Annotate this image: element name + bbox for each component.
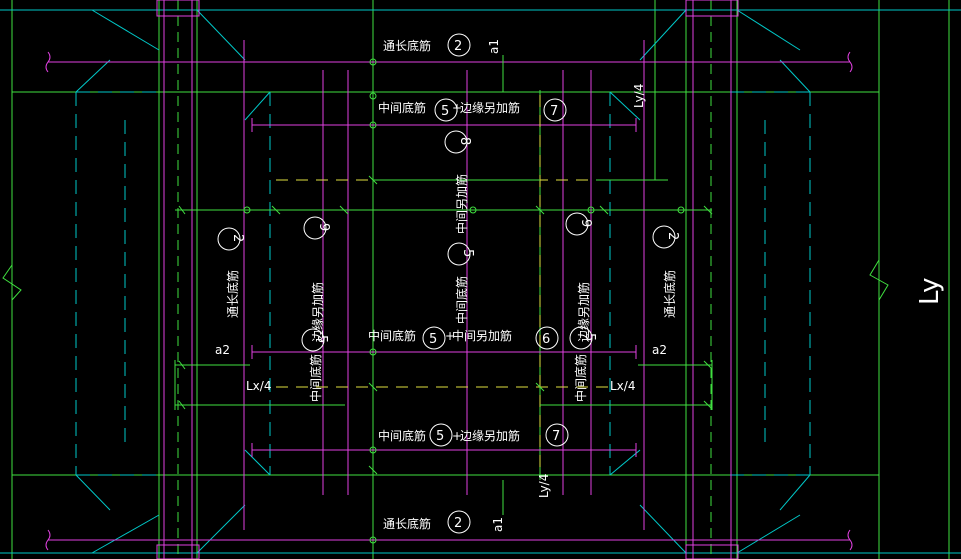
column-boxes [156, 0, 739, 559]
label-edge-add-1: 边缘另加筋 [460, 100, 520, 115]
label-a2-left: a2 [215, 343, 230, 357]
ly-dimension [2, 259, 889, 301]
mark-2-top: 2 [454, 39, 462, 54]
label-a1-bottom: a1 [491, 517, 505, 532]
circled-marks [217, 33, 676, 534]
mark-5-bottom: 5 [436, 429, 444, 444]
mark-5-mid: 5 [429, 332, 437, 347]
mark-5-right: 5 [582, 333, 597, 341]
label-edge-add-2: 边缘另加筋 [460, 428, 520, 443]
mark-5-top: 5 [441, 104, 449, 119]
label-ly4-top: Ly/4 [632, 84, 646, 108]
circled-mark-numbers: 2 2 5 7 8 2 9 9 2 5 5 5 6 5 5 7 [230, 39, 680, 531]
mark-7-top: 7 [550, 104, 558, 119]
label-mid-bottom-2: 中间底筋 [368, 328, 416, 343]
label-right-through: 通长底筋 [662, 270, 677, 318]
label-left-through: 通长底筋 [225, 270, 240, 318]
mark-5-center: 5 [460, 249, 475, 257]
mark-2-left: 2 [230, 234, 245, 242]
label-ly: Ly [915, 278, 945, 306]
mark-7-bottom: 7 [552, 429, 560, 444]
mark-8: 8 [457, 137, 472, 145]
label-bottom-through: 通长底筋 [383, 516, 431, 531]
mark-9-right: 9 [578, 219, 593, 227]
label-top-through: 通长底筋 [383, 38, 431, 53]
label-plus-2: + [445, 329, 455, 343]
label-mid-add-1: 中间另加筋 [452, 328, 512, 343]
mark-2-bottom: 2 [454, 516, 462, 531]
label-left-mid-bottom: 中间底筋 [308, 354, 323, 402]
slab-dashed-edges [75, 91, 811, 476]
label-center-mid-add: 中间另加筋 [454, 174, 469, 234]
dimension-dots [243, 58, 685, 544]
label-mid-bottom-3: 中间底筋 [378, 428, 426, 443]
mark-6: 6 [542, 332, 550, 347]
label-center-mid-bottom: 中间底筋 [454, 276, 469, 324]
slab-edges [0, 9, 961, 554]
label-right-mid-bottom: 中间底筋 [573, 354, 588, 402]
label-a2-right: a2 [652, 343, 667, 357]
label-lx4-right: Lx/4 [610, 379, 635, 393]
label-ly4-bottom: Ly/4 [537, 474, 551, 498]
label-plus-3: + [452, 429, 462, 443]
through-bars [45, 40, 853, 551]
label-left-edge-add: 边缘另加筋 [310, 282, 325, 342]
label-a1-top: a1 [487, 39, 501, 54]
dimension-lines [174, 55, 713, 515]
mark-9-left: 9 [316, 223, 331, 231]
column-centerlines [177, 0, 712, 559]
label-mid-bottom-1: 中间底筋 [378, 100, 426, 115]
mark-5-left: 5 [314, 335, 329, 343]
dimension-ticks [178, 175, 713, 475]
mark-2-right: 2 [665, 232, 680, 240]
label-lx4-left: Lx/4 [246, 379, 271, 393]
